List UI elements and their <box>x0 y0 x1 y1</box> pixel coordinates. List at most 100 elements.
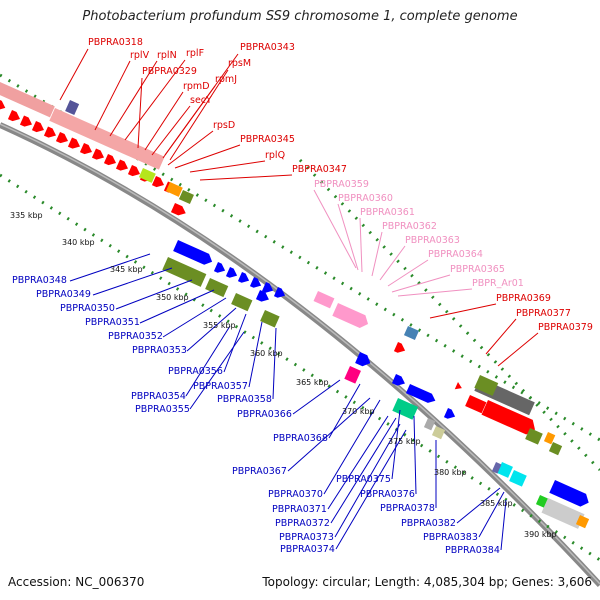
map-title: Photobacterium profundum SS9 chromosome … <box>82 9 518 24</box>
gene-arrow-shape <box>481 400 535 435</box>
gene-pink-label: PBPRA0360 <box>338 193 393 204</box>
gene-box-olive <box>231 293 253 312</box>
gene-red-leader <box>169 69 229 161</box>
gene-red-label: rpmJ <box>215 74 237 85</box>
gene-red-label: PBPRA0369 <box>496 293 551 304</box>
gene-arrow-blue <box>249 277 262 288</box>
scale-label: 335 kbp <box>10 211 43 220</box>
gene-box-magenta-shape <box>344 366 361 384</box>
gene-blue-leader <box>272 327 277 400</box>
gene-blue-leader <box>162 297 227 338</box>
scale-label: 365 kbp <box>296 378 329 387</box>
gene-box-olive-shape <box>231 293 253 312</box>
ribosomal-gene-arrow-shape <box>55 132 69 144</box>
gene-arrow-pink <box>332 303 369 328</box>
gene-box-magenta <box>344 366 361 384</box>
gene-blue-leader <box>189 331 245 410</box>
gene-red-leader <box>167 130 214 166</box>
gene-arrow-blue <box>443 408 456 419</box>
gene-blue-leader <box>327 415 389 510</box>
ribosomal-cluster <box>49 108 165 170</box>
gene-blue-leader <box>335 429 407 550</box>
gene-blue-leader <box>500 499 507 551</box>
gene-box-gray-shape <box>423 418 436 431</box>
gene-arrow-shape <box>454 382 462 390</box>
ribosomal-gene-arrow <box>79 143 93 155</box>
gene-blue-label: PBPRA0368 <box>273 433 328 444</box>
gene-pink-label: PBPR_Ar01 <box>472 278 524 289</box>
ribosomal-gene-arrow <box>31 121 45 133</box>
gene-blue-leader <box>292 379 341 415</box>
gene-arrow-shape <box>170 203 186 216</box>
gene-arrow <box>393 342 406 353</box>
gene-red-label: rpsD <box>213 120 235 131</box>
gene-red-label: rplF <box>186 48 204 59</box>
gene-box-lightgray-shape <box>541 498 585 529</box>
gene-arrow-pink-shape <box>332 303 369 328</box>
gene-red-leader <box>189 160 266 173</box>
gene-arrow-blue-shape <box>405 384 436 403</box>
gene-red-label: PBPRA0347 <box>292 164 347 175</box>
gene-blue-leader <box>334 423 401 538</box>
ribosomal-gene-arrow-shape <box>67 137 81 149</box>
gene-red-label: rplV <box>130 50 150 61</box>
scale-label: 375 kbp <box>388 437 421 446</box>
gene-blue-leader <box>185 325 231 397</box>
gene-red-label: rpmD <box>183 81 210 92</box>
gene-arrow-blue-shape <box>249 277 262 288</box>
gene-blue-leader <box>328 383 361 439</box>
gene-blue-leader <box>323 399 381 495</box>
scale-label: 345 kbp <box>110 265 143 274</box>
gene-box-orange-shape <box>165 182 183 197</box>
gene-box-lime <box>138 168 156 183</box>
gene-arrow-blue-shape <box>355 352 371 367</box>
backbone-layer <box>0 122 600 588</box>
gene-arrow-blue <box>405 384 436 403</box>
gene-box-orange-shape <box>543 432 556 445</box>
gene-arrow-blue <box>225 267 238 278</box>
gene-arrow-blue-shape <box>549 480 589 507</box>
gene-arrow <box>454 382 462 390</box>
ribosomal-gene-arrow <box>151 176 165 188</box>
backbone-arc <box>0 122 600 588</box>
gene-blue-leader <box>413 415 417 495</box>
tick-layer <box>0 73 600 562</box>
gene-pink-label: PBPRA0363 <box>405 235 460 246</box>
scale-label: 380 kbp <box>434 468 467 477</box>
gene-box-orange-shape <box>575 515 590 529</box>
gene-box-cyan-shape <box>497 462 513 478</box>
gene-box-green <box>392 398 419 420</box>
gene-red-leader <box>162 85 216 159</box>
gene-blue-label: PBPRA0383 <box>423 532 478 543</box>
ribosomal-gene-arrow <box>103 154 117 166</box>
gene-box-orange <box>575 515 590 529</box>
gene-blue-label: PBPRA0348 <box>12 275 67 286</box>
gene-blue-leader <box>92 267 173 296</box>
gene-box-gray <box>423 418 436 431</box>
gene-blue-leader <box>69 253 151 282</box>
gene-blue-leader <box>456 487 501 524</box>
ribosomal-gene-arrow <box>67 137 81 149</box>
scale-label: 385 kbp <box>480 499 513 508</box>
ribosomal-gene-arrow-shape <box>79 143 93 155</box>
gene-arrow-blue-shape <box>225 267 238 278</box>
gene-arrow-blue <box>391 374 405 386</box>
gene-arrow-blue <box>273 287 286 298</box>
gene-box-red-shape <box>465 395 487 414</box>
gene-blue-label: PBPRA0371 <box>272 504 327 515</box>
gene-blue-label: PBPRA0353 <box>132 345 187 356</box>
gene-red-leader <box>174 144 241 169</box>
gene-red-label: rplQ <box>265 150 285 161</box>
gene-box-olive-shape <box>205 278 229 298</box>
gene-blue-leader <box>478 491 505 538</box>
gene-box-red <box>465 395 487 414</box>
gene-blue-label: PBPRA0367 <box>232 466 287 477</box>
gene-blue-leader <box>330 417 397 524</box>
gene-pink-label: PBPRA0359 <box>314 179 369 190</box>
gene-blue-label: PBPRA0376 <box>360 489 415 500</box>
gene-box-pink-shape <box>313 291 335 309</box>
ribosomal-gene-arrow-shape <box>7 110 21 122</box>
gene-blue-label: PBPRA0350 <box>60 303 115 314</box>
gene-arrow-blue <box>261 282 274 293</box>
gene-box-olive <box>178 190 194 205</box>
